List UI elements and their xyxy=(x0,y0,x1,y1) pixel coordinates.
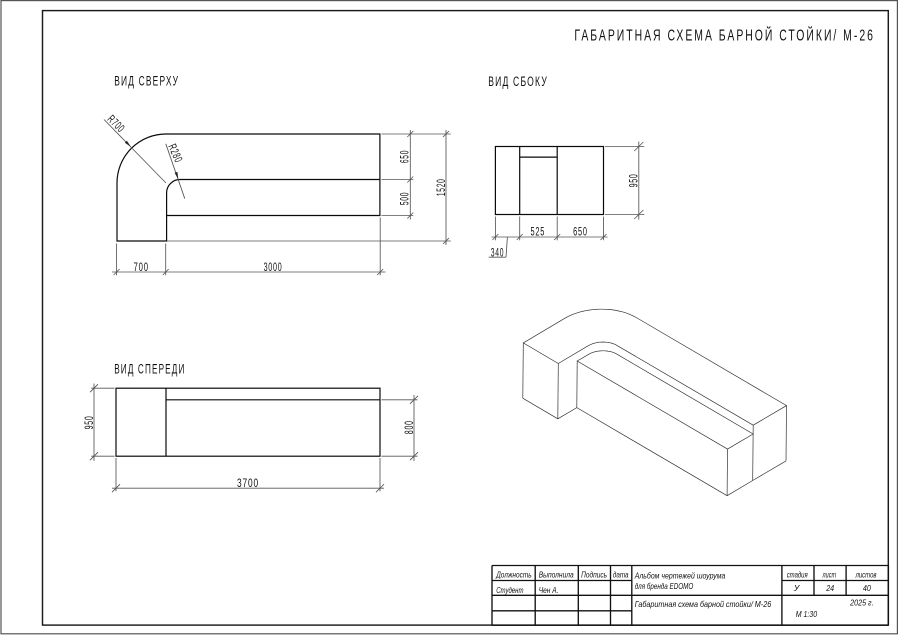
svg-text:для бренда EDOMO: для бренда EDOMO xyxy=(635,581,694,591)
svg-text:700: 700 xyxy=(134,261,149,274)
svg-text:ВИД СПЕРЕДИ: ВИД СПЕРЕДИ xyxy=(114,361,185,377)
svg-text:525: 525 xyxy=(531,226,546,239)
svg-text:Должность: Должность xyxy=(495,570,531,580)
svg-text:3700: 3700 xyxy=(237,477,259,490)
svg-text:Подпись: Подпись xyxy=(581,570,607,580)
svg-text:Альбом чертежей шоурума: Альбом чертежей шоурума xyxy=(634,571,726,581)
svg-text:1520: 1520 xyxy=(435,178,448,196)
svg-text:950: 950 xyxy=(628,173,641,187)
svg-text:листов: листов xyxy=(855,570,877,580)
svg-text:950: 950 xyxy=(83,415,96,429)
svg-text:ГАБАРИТНАЯ СХЕМА БАРНОЙ СТОЙКИ: ГАБАРИТНАЯ СХЕМА БАРНОЙ СТОЙКИ/ М-26 xyxy=(574,26,875,45)
svg-text:40: 40 xyxy=(863,583,871,593)
svg-text:Студент: Студент xyxy=(496,585,523,595)
svg-text:Чен А.: Чен А. xyxy=(539,585,559,595)
svg-text:М 1:30: М 1:30 xyxy=(796,609,818,619)
svg-text:ВИД СВЕРХУ: ВИД СВЕРХУ xyxy=(114,74,179,90)
svg-text:24: 24 xyxy=(825,583,834,593)
svg-text:650: 650 xyxy=(399,150,412,163)
svg-text:2025 г.: 2025 г. xyxy=(849,597,873,607)
svg-text:3000: 3000 xyxy=(264,261,283,274)
svg-text:лист: лист xyxy=(822,570,836,580)
svg-text:500: 500 xyxy=(399,192,412,205)
svg-text:стадия: стадия xyxy=(787,570,808,580)
svg-text:650: 650 xyxy=(573,226,588,239)
svg-text:ВИД СБОКУ: ВИД СБОКУ xyxy=(488,74,548,90)
svg-text:дата: дата xyxy=(613,570,629,580)
svg-text:Габаритная схема барной стойки: Габаритная схема барной стойки/ М-26 xyxy=(635,599,772,609)
svg-text:340: 340 xyxy=(491,247,504,260)
svg-text:У: У xyxy=(793,583,801,593)
svg-text:800: 800 xyxy=(403,420,416,434)
svg-text:Выполнила: Выполнила xyxy=(539,570,574,580)
